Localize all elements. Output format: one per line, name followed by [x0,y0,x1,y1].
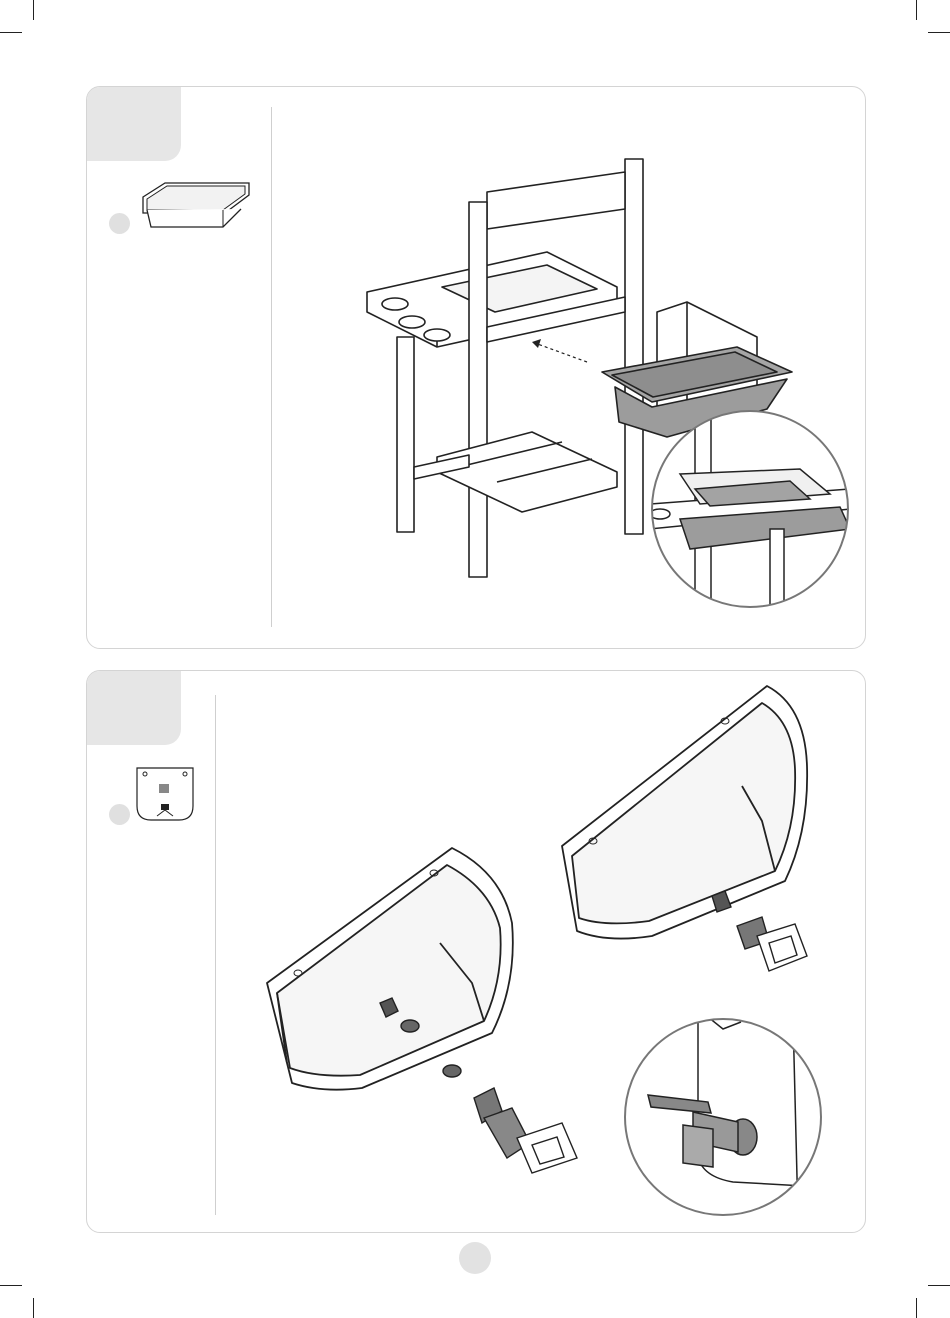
tray-detail-closeup [650,409,850,609]
tank-exploded-illustration [262,843,592,1203]
crop-mark [0,1285,22,1286]
page-number-badge [459,1242,491,1274]
tap-detail-closeup [623,1017,823,1217]
tank-part-icon [135,766,195,826]
crop-mark [33,0,34,20]
panel-divider [271,107,272,627]
step-number-tab [87,87,181,161]
step-number-tab [87,671,181,745]
crop-mark [928,1285,950,1286]
crop-mark [928,32,950,33]
crop-mark [916,1298,917,1318]
tank-assembled-illustration [557,681,827,991]
step-panel-tray [86,86,866,649]
panel-divider [215,695,216,1215]
part-quantity-badge [109,213,130,234]
tray-part-icon [137,179,257,239]
crop-mark [0,32,22,33]
crop-mark [916,0,917,20]
step-panel-tap [86,670,866,1233]
part-quantity-badge [109,804,130,825]
crop-mark [33,1298,34,1318]
